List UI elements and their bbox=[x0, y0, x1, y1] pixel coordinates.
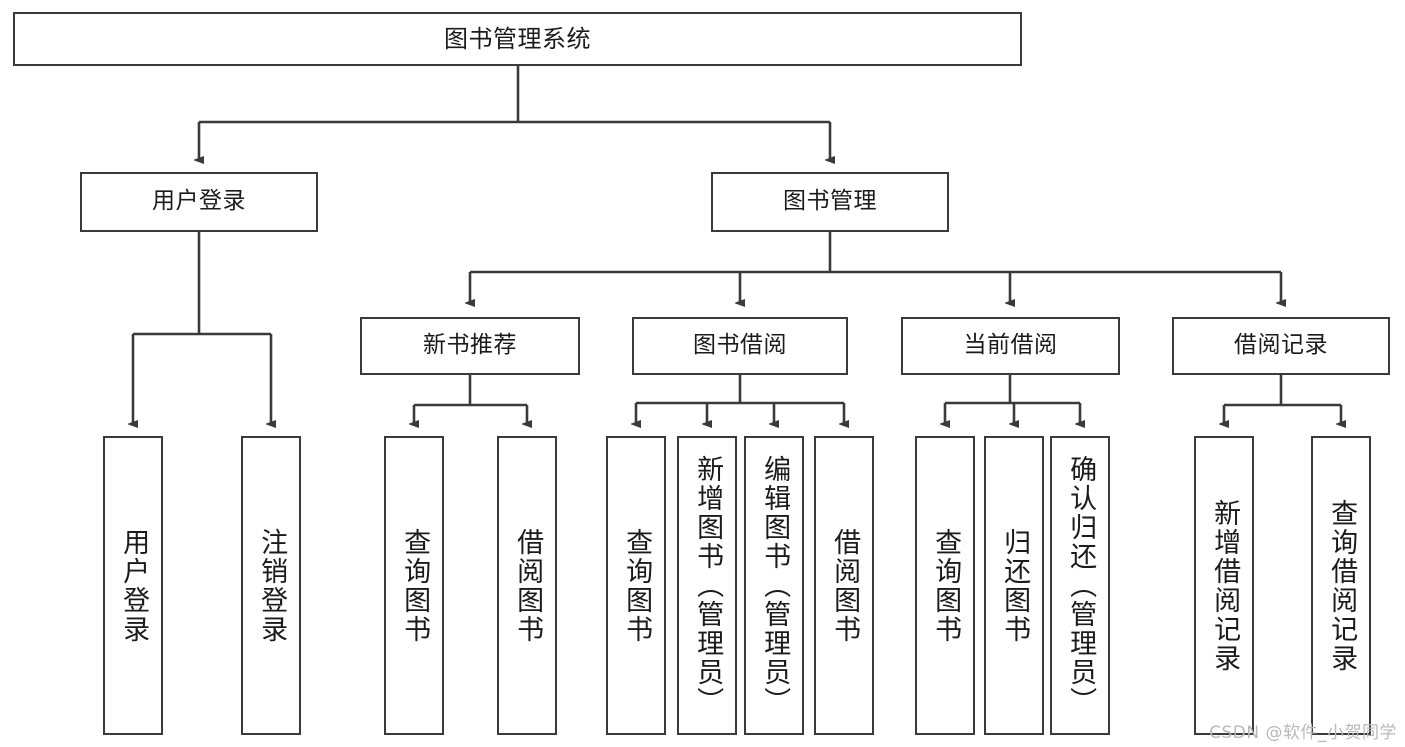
node-current-borrow[interactable]: 当前借阅 bbox=[901, 317, 1120, 375]
node-leaf-borrow-book-1-label: 借阅图书 bbox=[512, 527, 544, 644]
node-leaf-add-book-label: 新增图书（管理员） bbox=[692, 455, 724, 716]
node-leaf-confirm-return-label: 确认归还（管理员） bbox=[1065, 455, 1097, 716]
node-leaf-query-book-1-label: 查询图书 bbox=[399, 527, 431, 644]
node-user-login-label: 用户登录 bbox=[152, 188, 246, 215]
node-leaf-query-record-label: 查询借阅记录 bbox=[1326, 498, 1358, 673]
node-leaf-query-record[interactable]: 查询借阅记录 bbox=[1311, 436, 1371, 735]
node-leaf-query-book-3-label: 查询图书 bbox=[930, 527, 962, 644]
node-leaf-logout-label: 注销登录 bbox=[256, 527, 288, 644]
node-user-login[interactable]: 用户登录 bbox=[80, 172, 318, 232]
node-book-borrow[interactable]: 图书借阅 bbox=[632, 317, 848, 375]
node-leaf-logout[interactable]: 注销登录 bbox=[241, 436, 301, 735]
node-new-book-recommend-label: 新书推荐 bbox=[423, 332, 517, 359]
node-borrow-record[interactable]: 借阅记录 bbox=[1172, 317, 1390, 375]
node-leaf-add-record-label: 新增借阅记录 bbox=[1209, 498, 1241, 673]
watermark-text: CSDN @软件_小贺同学 bbox=[1209, 723, 1397, 743]
node-leaf-query-book-3[interactable]: 查询图书 bbox=[915, 436, 975, 735]
node-root[interactable]: 图书管理系统 bbox=[13, 12, 1022, 66]
node-leaf-edit-book[interactable]: 编辑图书（管理员） bbox=[744, 436, 804, 735]
node-book-manage[interactable]: 图书管理 bbox=[711, 172, 949, 232]
node-leaf-borrow-book-2-label: 借阅图书 bbox=[829, 527, 861, 644]
node-leaf-return-book[interactable]: 归还图书 bbox=[984, 436, 1044, 735]
node-leaf-user-login-label: 用户登录 bbox=[118, 527, 150, 644]
node-borrow-record-label: 借阅记录 bbox=[1234, 332, 1328, 359]
node-book-manage-label: 图书管理 bbox=[783, 188, 877, 215]
node-current-borrow-label: 当前借阅 bbox=[963, 332, 1058, 359]
node-leaf-add-book[interactable]: 新增图书（管理员） bbox=[677, 436, 737, 735]
node-book-borrow-label: 图书借阅 bbox=[693, 332, 787, 359]
node-root-label: 图书管理系统 bbox=[444, 24, 591, 53]
node-leaf-query-book-2[interactable]: 查询图书 bbox=[606, 436, 666, 735]
node-leaf-add-record[interactable]: 新增借阅记录 bbox=[1194, 436, 1254, 735]
node-leaf-confirm-return[interactable]: 确认归还（管理员） bbox=[1050, 436, 1110, 735]
node-leaf-edit-book-label: 编辑图书（管理员） bbox=[759, 455, 791, 716]
node-leaf-return-book-label: 归还图书 bbox=[999, 527, 1031, 644]
node-leaf-borrow-book-2[interactable]: 借阅图书 bbox=[814, 436, 874, 735]
node-leaf-query-book-2-label: 查询图书 bbox=[621, 527, 653, 644]
node-leaf-borrow-book-1[interactable]: 借阅图书 bbox=[497, 436, 557, 735]
node-new-book-recommend[interactable]: 新书推荐 bbox=[360, 317, 580, 375]
node-leaf-query-book-1[interactable]: 查询图书 bbox=[384, 436, 444, 735]
node-leaf-user-login[interactable]: 用户登录 bbox=[103, 436, 163, 735]
